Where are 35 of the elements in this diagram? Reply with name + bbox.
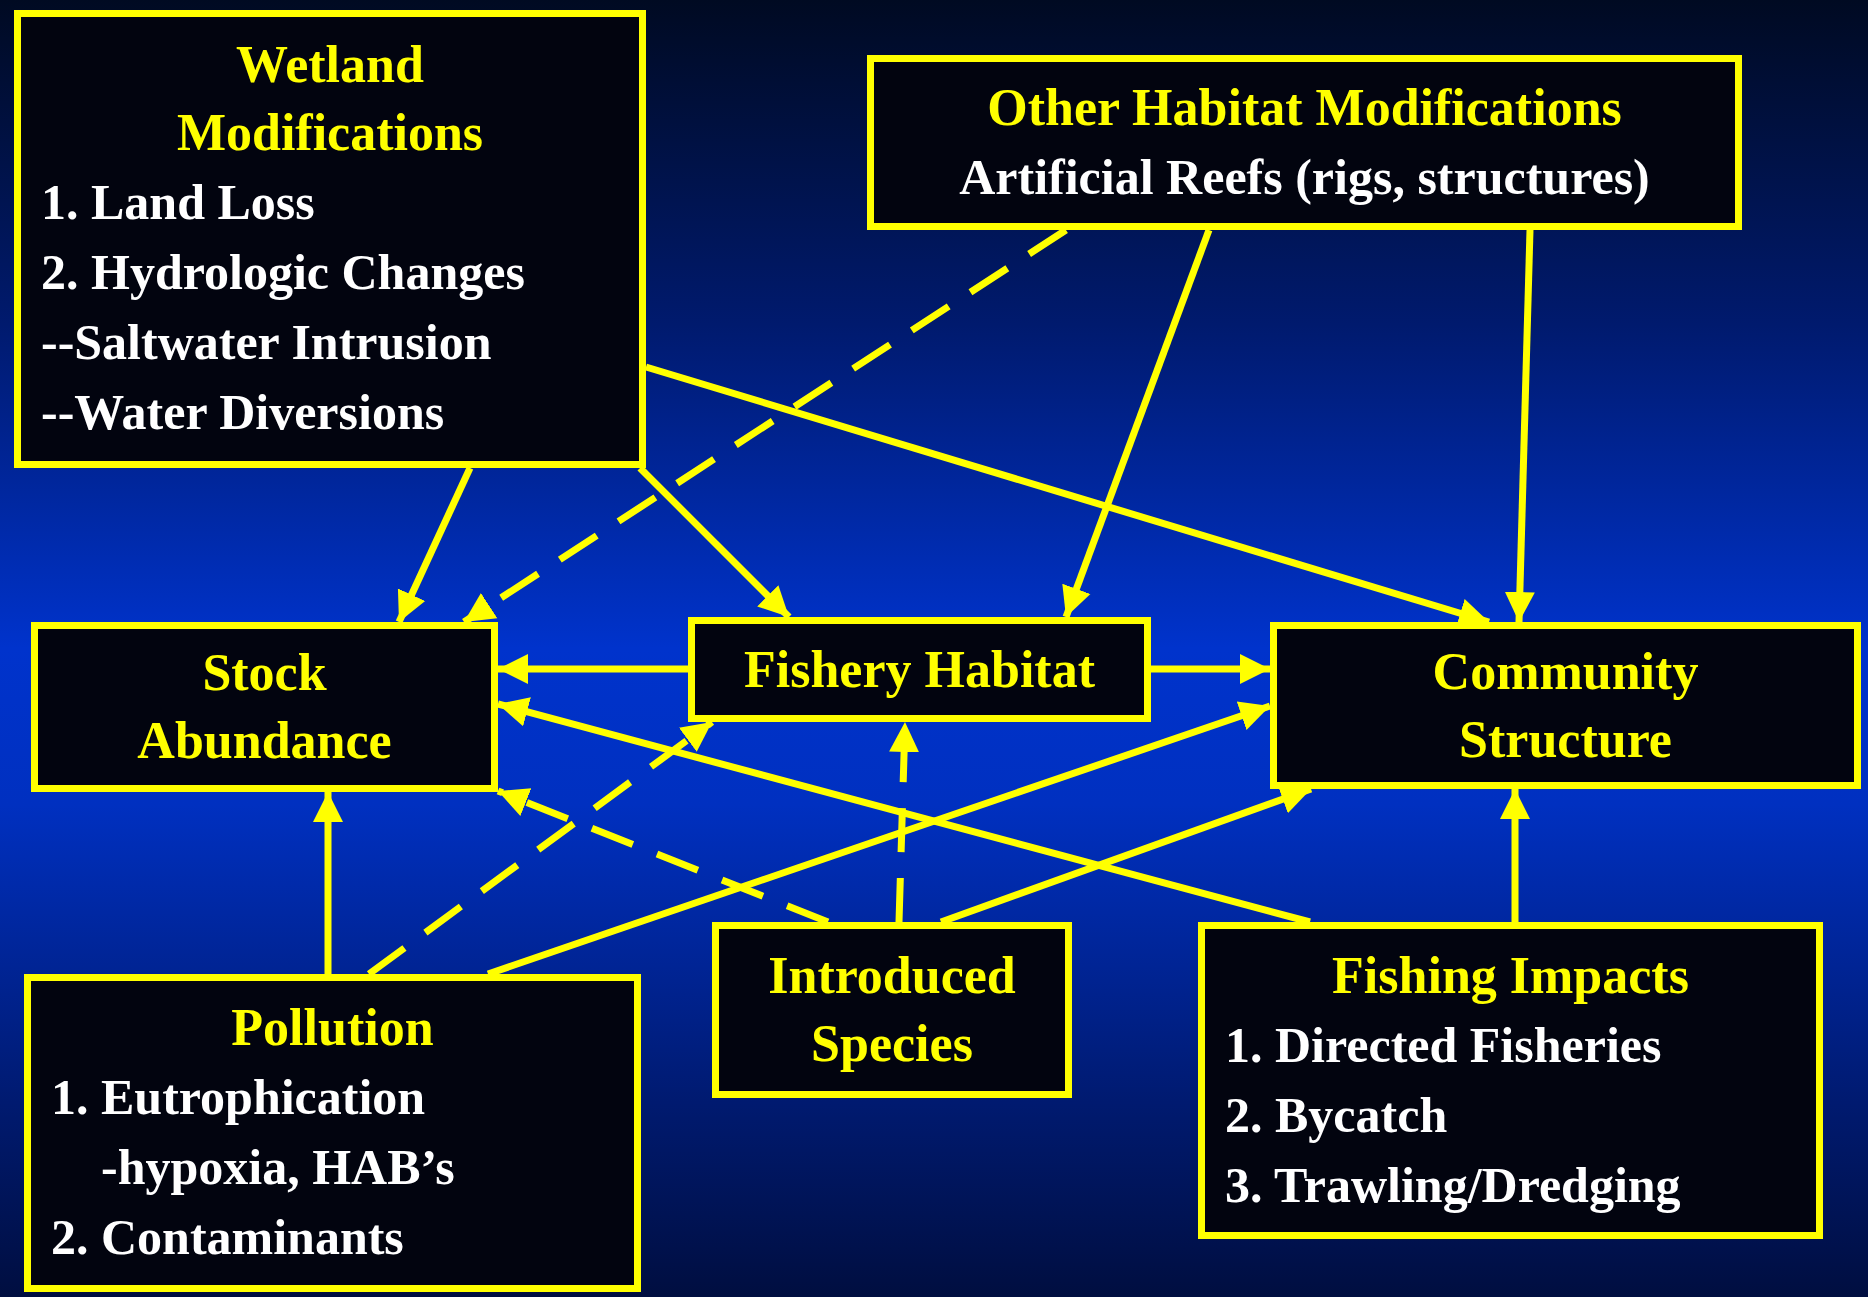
list-item: Artificial Reefs (rigs, structures): [958, 147, 1651, 207]
box-heading: Pollution: [231, 998, 434, 1058]
text-box: [867, 55, 1742, 230]
list-item: 3. Trawling/Dredging: [1225, 1155, 1682, 1215]
text-box: [14, 10, 646, 468]
text-box: [1198, 922, 1823, 1239]
box-heading: Fishing Impacts: [1332, 945, 1689, 1006]
box-heading: Other Habitat Modifications: [987, 77, 1622, 138]
text-box: [688, 617, 1151, 722]
arrow: [395, 466, 474, 624]
arrow: [313, 792, 343, 974]
dashed-arrow: [889, 721, 920, 923]
box-heading: Wetland Modifications: [175, 35, 485, 163]
text-box: [1270, 622, 1861, 789]
list-item: 1. Eutrophication: [51, 1068, 427, 1127]
list-item: 2. Hydrologic Changes: [41, 243, 526, 302]
list-item: -hypoxia, HAB’s: [100, 1138, 456, 1197]
box-label: Fishery Habitat: [744, 639, 1095, 700]
arrow: [1062, 228, 1213, 619]
list-item: 1. Land Loss: [41, 173, 316, 232]
arrow: [1500, 789, 1530, 922]
arrow: [1504, 229, 1535, 623]
box-label: Introduced Species: [767, 946, 1017, 1074]
box-label: Community Structure: [1431, 641, 1700, 770]
arrow: [1151, 654, 1270, 684]
arrow: [498, 654, 688, 684]
list-item: --Water Diversions: [41, 383, 446, 442]
text-box: [24, 974, 641, 1292]
text-box: [31, 622, 498, 792]
box-label: Stock Abundance: [136, 643, 393, 771]
text-box: [712, 922, 1072, 1098]
list-item: 2. Contaminants: [51, 1208, 405, 1267]
list-item: 2. Bycatch: [1225, 1085, 1449, 1145]
list-item: 1. Directed Fisheries: [1225, 1015, 1663, 1075]
list-item: --Saltwater Intrusion: [41, 313, 493, 372]
